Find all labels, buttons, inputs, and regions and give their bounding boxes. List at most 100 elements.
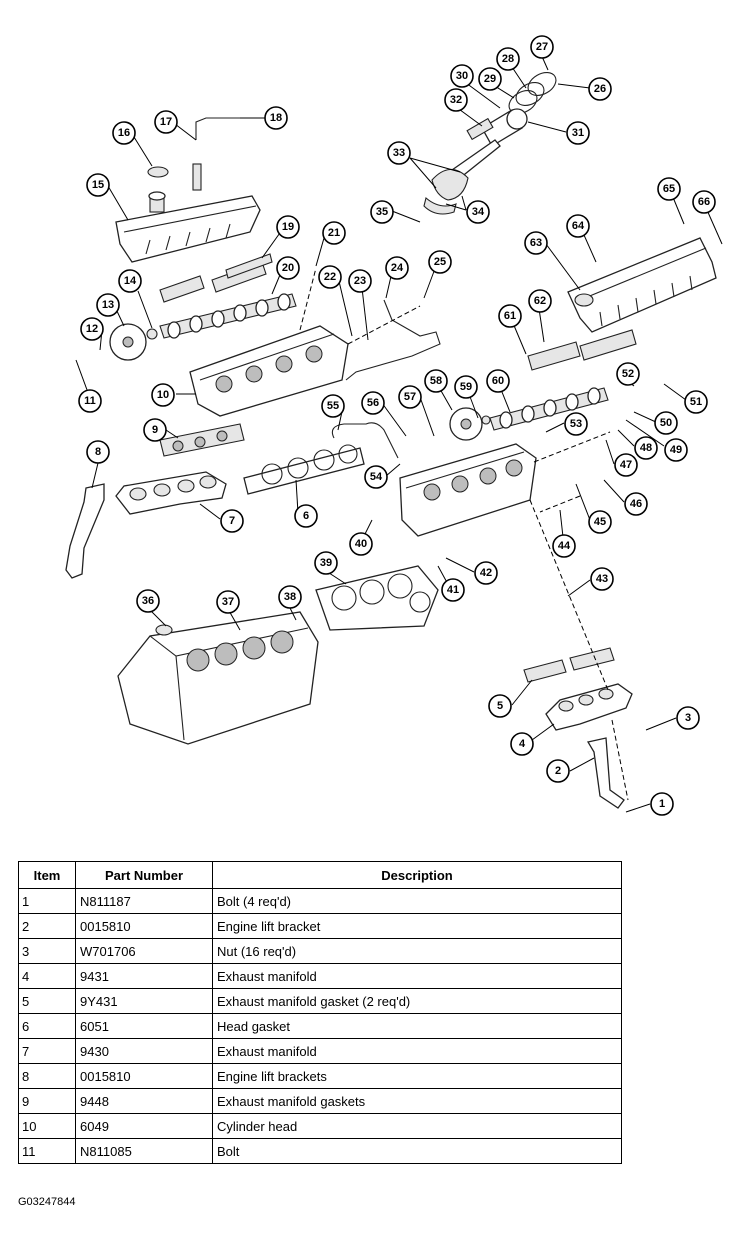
callout-43: 43 (590, 567, 614, 591)
left-cylinder-head (189, 325, 349, 417)
exploded-engine-diagram: 1234567891011121314151617181920212223242… (65, 35, 723, 816)
svg-text:41: 41 (447, 584, 459, 596)
svg-text:50: 50 (660, 417, 672, 429)
cell-description: Bolt (212, 1138, 622, 1164)
callout-51: 51 (684, 390, 708, 414)
callout-38: 38 (278, 585, 302, 609)
engine-block (117, 611, 319, 745)
svg-text:62: 62 (534, 295, 546, 307)
callout-13: 13 (96, 293, 120, 317)
cell-part-number: 0015810 (75, 913, 213, 939)
callout-30: 30 (450, 64, 474, 88)
callout-35: 35 (370, 200, 394, 224)
svg-text:48: 48 (640, 442, 652, 454)
svg-text:45: 45 (594, 516, 606, 528)
cell-description: Exhaust manifold (212, 1038, 622, 1064)
callout-15: 15 (86, 173, 110, 197)
cell-description: Exhaust manifold gasket (2 req'd) (212, 988, 622, 1014)
right-cam-carriers (527, 329, 637, 371)
callout-52: 52 (616, 362, 640, 386)
svg-text:34: 34 (472, 206, 485, 218)
svg-text:2: 2 (555, 765, 561, 777)
header-description: Description (212, 861, 622, 889)
callout-62: 62 (528, 289, 552, 313)
header-part-number: Part Number (75, 861, 213, 889)
svg-text:6: 6 (303, 510, 309, 522)
svg-text:56: 56 (367, 397, 379, 409)
cell-item: 2 (18, 913, 76, 939)
svg-text:30: 30 (456, 70, 468, 82)
cell-description: Engine lift brackets (212, 1063, 622, 1089)
oil-tube (345, 299, 441, 381)
svg-text:44: 44 (558, 540, 571, 552)
callout-18: 18 (264, 106, 288, 130)
svg-text:10: 10 (157, 389, 169, 401)
right-head-gasket (315, 565, 439, 631)
svg-text:14: 14 (124, 275, 137, 287)
svg-text:53: 53 (570, 418, 582, 430)
callout-42: 42 (474, 561, 498, 585)
callout-66: 66 (692, 190, 716, 214)
callout-48: 48 (634, 436, 658, 460)
callout-10: 10 (151, 383, 175, 407)
svg-text:20: 20 (282, 262, 294, 274)
callout-21: 21 (322, 221, 346, 245)
svg-text:52: 52 (622, 368, 634, 380)
callout-47: 47 (614, 453, 638, 477)
cell-item: 1 (18, 888, 76, 914)
callout-41: 41 (441, 578, 465, 602)
cell-item: 7 (18, 1038, 76, 1064)
callout-6: 6 (294, 504, 318, 528)
left-exhaust-gaskets (159, 423, 245, 457)
right-exhaust-gaskets (523, 647, 615, 683)
svg-text:40: 40 (355, 538, 367, 550)
callout-7: 7 (220, 509, 244, 533)
cell-item: 10 (18, 1113, 76, 1139)
svg-text:12: 12 (86, 323, 98, 335)
svg-text:3: 3 (685, 712, 691, 724)
callout-29: 29 (478, 67, 502, 91)
cell-item: 8 (18, 1063, 76, 1089)
callout-64: 64 (566, 214, 590, 238)
cell-item: 9 (18, 1088, 76, 1114)
svg-text:25: 25 (434, 256, 446, 268)
cell-item: 4 (18, 963, 76, 989)
svg-text:43: 43 (596, 573, 608, 585)
svg-text:26: 26 (594, 83, 606, 95)
callout-53: 53 (564, 412, 588, 436)
cell-description: Head gasket (212, 1013, 622, 1039)
svg-text:13: 13 (102, 299, 114, 311)
cell-description: Engine lift bracket (212, 913, 622, 939)
svg-text:55: 55 (327, 400, 339, 412)
callout-36: 36 (136, 589, 160, 613)
callout-37: 37 (216, 590, 240, 614)
cell-item: 11 (18, 1138, 76, 1164)
svg-text:5: 5 (497, 700, 503, 712)
callout-25: 25 (428, 250, 452, 274)
table-header-row: Item Part Number Description (18, 861, 622, 889)
cell-part-number: N811085 (75, 1138, 213, 1164)
callout-57: 57 (398, 385, 422, 409)
cell-part-number: 9430 (75, 1038, 213, 1064)
cell-description: Exhaust manifold (212, 963, 622, 989)
svg-text:21: 21 (328, 227, 340, 239)
cell-description: Cylinder head (212, 1113, 622, 1139)
svg-text:33: 33 (393, 147, 405, 159)
callout-19: 19 (276, 215, 300, 239)
callout-32: 32 (444, 88, 468, 112)
svg-text:9: 9 (152, 424, 158, 436)
svg-text:49: 49 (670, 444, 682, 456)
callout-45: 45 (588, 510, 612, 534)
callout-44: 44 (552, 534, 576, 558)
cell-description: Bolt (4 req'd) (212, 888, 622, 914)
callout-23: 23 (348, 269, 372, 293)
svg-text:18: 18 (270, 112, 282, 124)
